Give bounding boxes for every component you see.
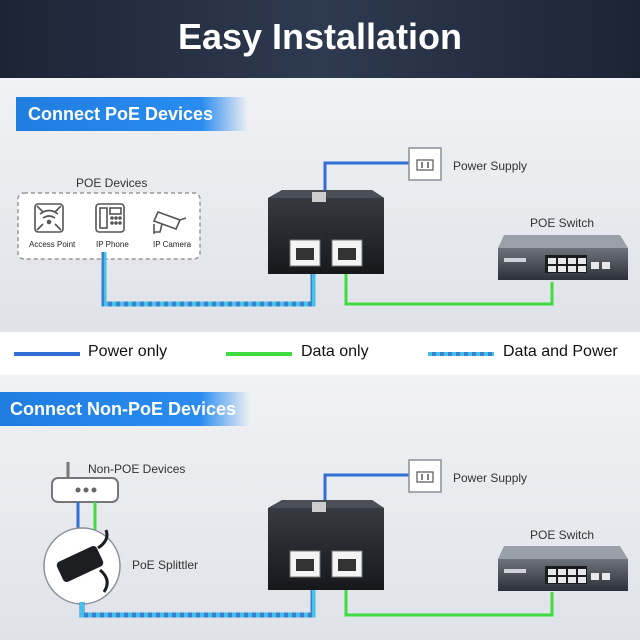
poe-switch-2 [498, 546, 628, 591]
poe-switch-label-1: POE Switch [530, 216, 595, 230]
poe-injector-2 [268, 500, 384, 590]
data-power-cable-2 [79, 575, 316, 618]
device-label-ip-camera: IP Camera [153, 240, 192, 249]
legend-power-line [14, 352, 80, 356]
legend-bar [0, 332, 640, 375]
poe-switch-label-2: POE Switch [530, 528, 595, 542]
section-banner-poe: Connect PoE Devices [16, 97, 248, 131]
device-label-access-point: Access Point [29, 240, 76, 249]
legend-data-line [226, 352, 292, 356]
power-cable-1 [323, 161, 410, 192]
legend-data-only: Data only [301, 343, 369, 360]
power-outlet-1 [408, 147, 442, 181]
data-power-cable-1 [101, 252, 316, 307]
data-cable-1 [344, 262, 554, 306]
router-icon [51, 462, 119, 503]
power-supply-label-2: Power Supply [453, 471, 528, 485]
access-point-icon [34, 203, 64, 233]
data-cable-2 [344, 575, 554, 617]
ip-phone-icon [95, 203, 125, 233]
section-banner-non-poe: Connect Non-PoE Devices [0, 392, 250, 426]
poe-splitter-label: PoE Splittler [132, 558, 199, 572]
poe-switch-1 [498, 235, 628, 280]
poe-devices-title: POE Devices [76, 176, 148, 190]
legend-data-power-line [428, 352, 494, 356]
power-outlet-2 [408, 459, 442, 493]
legend-data-and-power: Data and Power [503, 343, 618, 360]
non-poe-devices-label: Non-POE Devices [88, 462, 186, 476]
ip-camera-icon [152, 210, 187, 234]
poe-devices-box [17, 192, 201, 260]
power-supply-label-1: Power Supply [453, 159, 528, 173]
power-cable-2 [323, 473, 410, 500]
poe-splitter-icon [43, 527, 121, 605]
device-label-ip-phone: IP Phone [96, 240, 129, 249]
header-bar: Easy Installation [0, 0, 640, 78]
page-title: Easy Installation [177, 16, 463, 57]
legend-power-only: Power only [88, 343, 168, 360]
poe-injector-1 [268, 190, 384, 274]
